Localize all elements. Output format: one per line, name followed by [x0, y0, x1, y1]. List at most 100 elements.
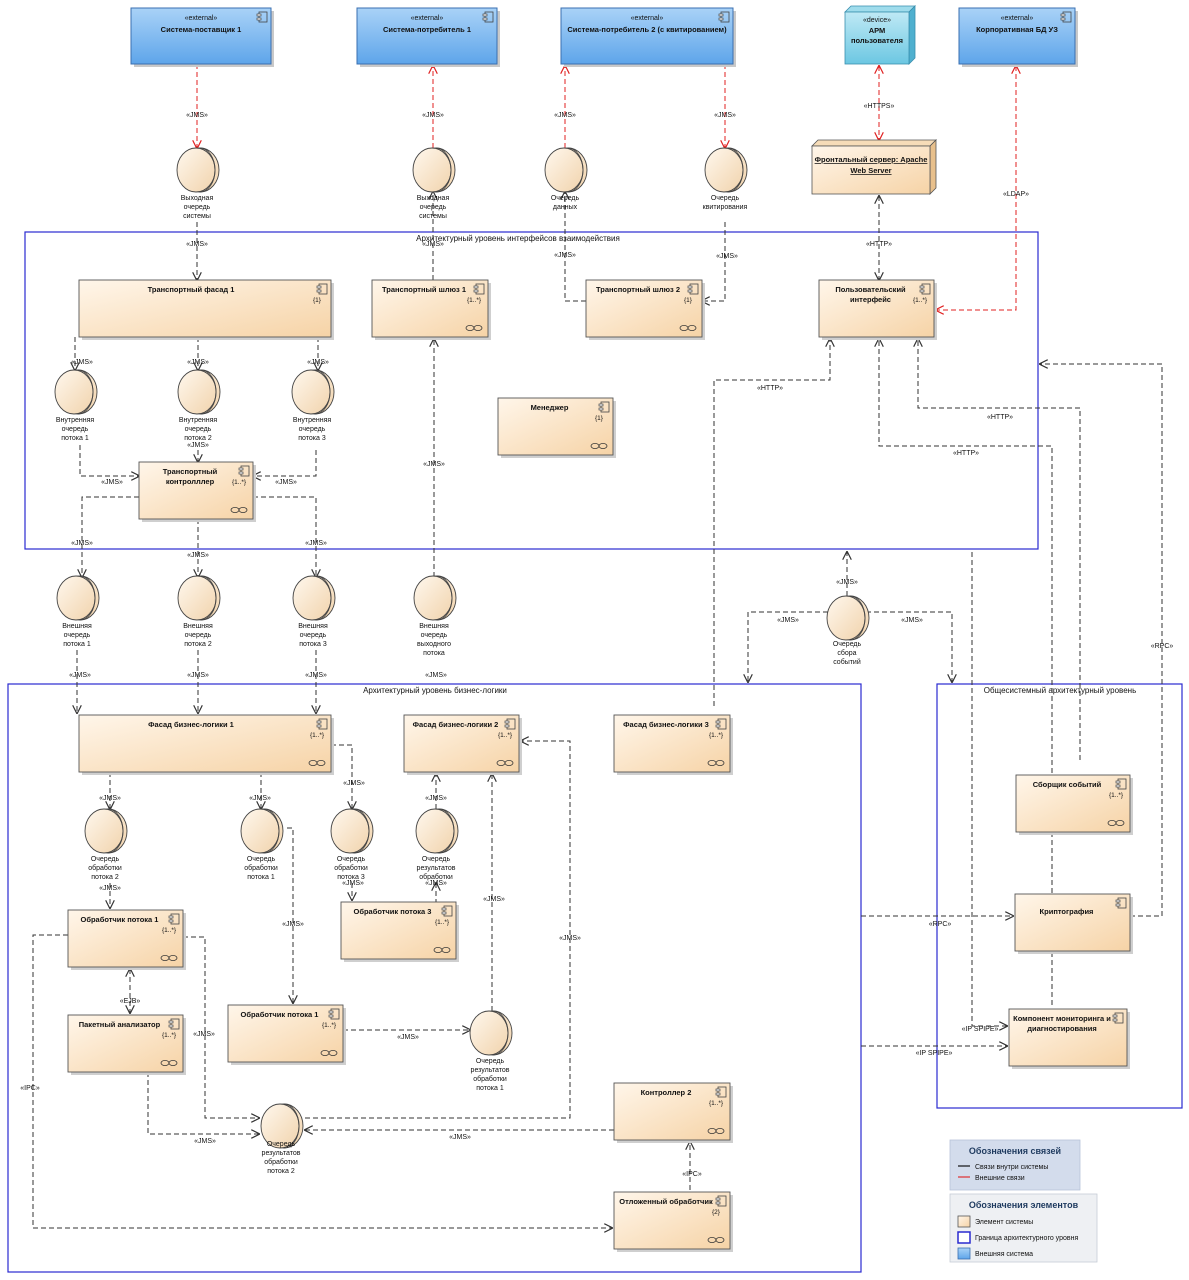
link-qproc1-h1b [287, 827, 293, 1003]
queue-label: Очередь [267, 1141, 296, 1148]
component-bf1: Фасад бизнес-логики 1{1..*} [78, 714, 334, 775]
component-ec: Сборщик событий{1..*} [1015, 774, 1133, 835]
queue-label: потока 2 [184, 435, 212, 442]
queue-label: потока 3 [337, 874, 365, 881]
link-tc-qext1 [82, 496, 139, 577]
queue-label: Внешняя [183, 623, 213, 630]
component-bf2: Фасад бизнес-логики 2{1..*} [403, 714, 522, 775]
boundary-business [7, 683, 862, 1273]
queue-label: Внутренняя [293, 417, 332, 424]
link-bf1-qproc3 [331, 744, 352, 809]
connector-label: «JMS» [307, 359, 329, 366]
multiplicity: {1..*} [913, 297, 928, 304]
queue-label: обработки [264, 1158, 298, 1166]
device-name: АРМ [869, 26, 886, 35]
connector-label: «HTTP» [987, 414, 1013, 421]
component-name: Криптография [1040, 907, 1094, 916]
queue-label: Выходная [417, 195, 450, 202]
connector-label: «JMS» [901, 617, 923, 624]
stereotype: «device» [863, 17, 891, 24]
queue-label: результатов [471, 1067, 510, 1074]
external-system-name: Корпоративная БД УЗ [976, 25, 1058, 34]
queue-label: потока 1 [63, 641, 91, 648]
connector-label: «JMS» [422, 112, 444, 119]
connector-label: «JMS» [554, 112, 576, 119]
connector-label: «JMS» [714, 112, 736, 119]
link-h1a-qres2 [183, 936, 259, 1118]
component-h3: Обработчик потока 3{1..*} [340, 901, 459, 962]
connector-label: «HTTP» [866, 241, 892, 248]
legend-elements-title: Обозначения элементов [969, 1200, 1079, 1210]
queue-label: Внутренняя [56, 417, 95, 424]
queue-label: потока 3 [298, 435, 326, 442]
legend-swatch-element [957, 1215, 971, 1228]
component-name: Отложенный обработчик [619, 1197, 713, 1206]
queue-label: очередь [64, 632, 91, 639]
connector-label: «JMS» [716, 253, 738, 260]
connector-label: «JMS» [187, 442, 209, 449]
connector-label: «IPC» [682, 1171, 702, 1178]
component-name: Обработчик потока 1 [81, 915, 159, 924]
multiplicity: {2} [712, 1209, 721, 1216]
link-qevents-system [866, 611, 952, 682]
connector-label: «HTTP» [757, 385, 783, 392]
queue-label: потока 2 [184, 641, 212, 648]
link-tg2-qdata [565, 192, 586, 302]
queue-label: Очередь [422, 856, 451, 863]
connector-label: «JMS» [187, 672, 209, 679]
connector-label: «JMS» [194, 1138, 216, 1145]
component-pa: Пакетный анализатор{1..*} [67, 1014, 186, 1075]
server-name: Web Server [850, 166, 891, 175]
component-name: диагностирования [1027, 1024, 1097, 1033]
legend-links-item: Связи внутри системы [975, 1164, 1048, 1171]
multiplicity: {1..*} [162, 1032, 177, 1039]
component-name: интерфейс [850, 295, 891, 304]
queue-label: данных [553, 204, 578, 211]
component-name: Транспортный шлюз 2 [596, 285, 680, 294]
link-pa-qres2 [147, 1072, 259, 1134]
connector-label: «JMS» [422, 241, 444, 248]
connector-label: «JMS» [449, 1134, 471, 1141]
multiplicity: {1..*} [467, 297, 482, 304]
queue-label: очередь [62, 426, 89, 433]
link-qin1-tc [79, 445, 139, 476]
connector-label: «JMS» [836, 579, 858, 586]
link-tc-qext3 [253, 496, 316, 577]
component-name: Менеджер [531, 403, 569, 412]
queue-label: Очередь [476, 1058, 505, 1065]
queue-label: Очередь [711, 195, 740, 202]
link-corpdb-ui [936, 66, 1016, 310]
component-name: Пакетный анализатор [79, 1020, 161, 1029]
queue-label: обработки [334, 864, 368, 872]
queue-label: Очередь [833, 641, 862, 648]
link-mon-ui [879, 339, 1053, 1005]
queue-label: очередь [420, 204, 447, 211]
connector-label: «JMS» [186, 241, 208, 248]
connector-label: «JMS» [425, 795, 447, 802]
multiplicity: {1} [684, 297, 693, 304]
stereotype: «external» [1001, 15, 1034, 22]
server-name: Фронтальный сервер: Apache [815, 155, 928, 164]
multiplicity: {1..*} [435, 919, 450, 926]
queue-label: Очередь [551, 195, 580, 202]
stereotype: «external» [185, 15, 218, 22]
link-crypto-interface [1040, 364, 1163, 917]
connector-label: «JMS» [305, 672, 327, 679]
external-system-supplier: «external»Система-поставщик 1 [130, 7, 274, 67]
component-cr: Криптография [1014, 893, 1133, 954]
boundary-layer: Архитектурный уровень интерфейсов взаимо… [7, 231, 1183, 1273]
connector-label: «JMS» [187, 359, 209, 366]
boundary-title-system: Общесистемный архитектурный уровень [984, 686, 1136, 695]
